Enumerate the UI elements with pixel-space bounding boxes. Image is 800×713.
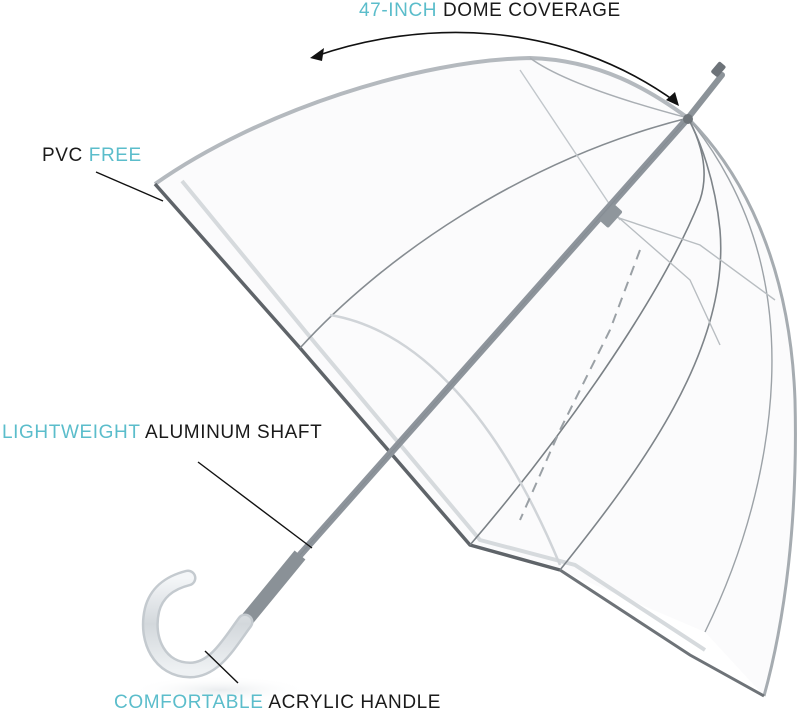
handle-shadow [130,676,310,704]
tip-ferrule [685,72,725,121]
leader-line-shaft [197,461,313,549]
canopy-left-hem [153,182,561,572]
top-notch [683,114,693,124]
ribs [299,57,776,633]
callout-pvc-text: PVC [42,145,89,166]
aluminum-shaft [239,61,726,627]
callout-dome-coverage: 47-INCH DOME COVERAGE [359,1,621,20]
leader-line-handle [204,650,239,684]
canopy-bottom-hem [559,568,765,698]
callout-pvc-free: PVC FREE [42,146,142,165]
leader-line-pvc [95,171,164,202]
callout-shaft-accent: LIGHTWEIGHT [2,422,141,443]
callout-handle-accent: COMFORTABLE [114,692,264,713]
runner [600,204,622,228]
callout-handle-text: ACRYLIC HANDLE [263,692,442,713]
canopy-top-rim [153,55,690,186]
callout-dome-text: DOME COVERAGE [437,0,621,21]
tip-cap [711,61,726,77]
canopy-inner-hem [180,179,707,652]
canopy-right-rim [686,116,797,697]
callout-acrylic-handle: COMFORTABLE ACRYLIC HANDLE [114,693,441,712]
grip-sleeve [239,550,306,627]
canopy-fill [155,58,796,696]
callout-pvc-accent: FREE [88,145,142,166]
callout-dome-accent: 47-INCH [359,0,438,21]
handle-highlight [144,572,251,677]
callout-aluminum-shaft: LIGHTWEIGHT ALUMINUM SHAFT [2,423,322,442]
double-headed-curved-arrow-icon [310,31,679,106]
callout-shaft-text: ALUMINUM SHAFT [140,422,323,443]
